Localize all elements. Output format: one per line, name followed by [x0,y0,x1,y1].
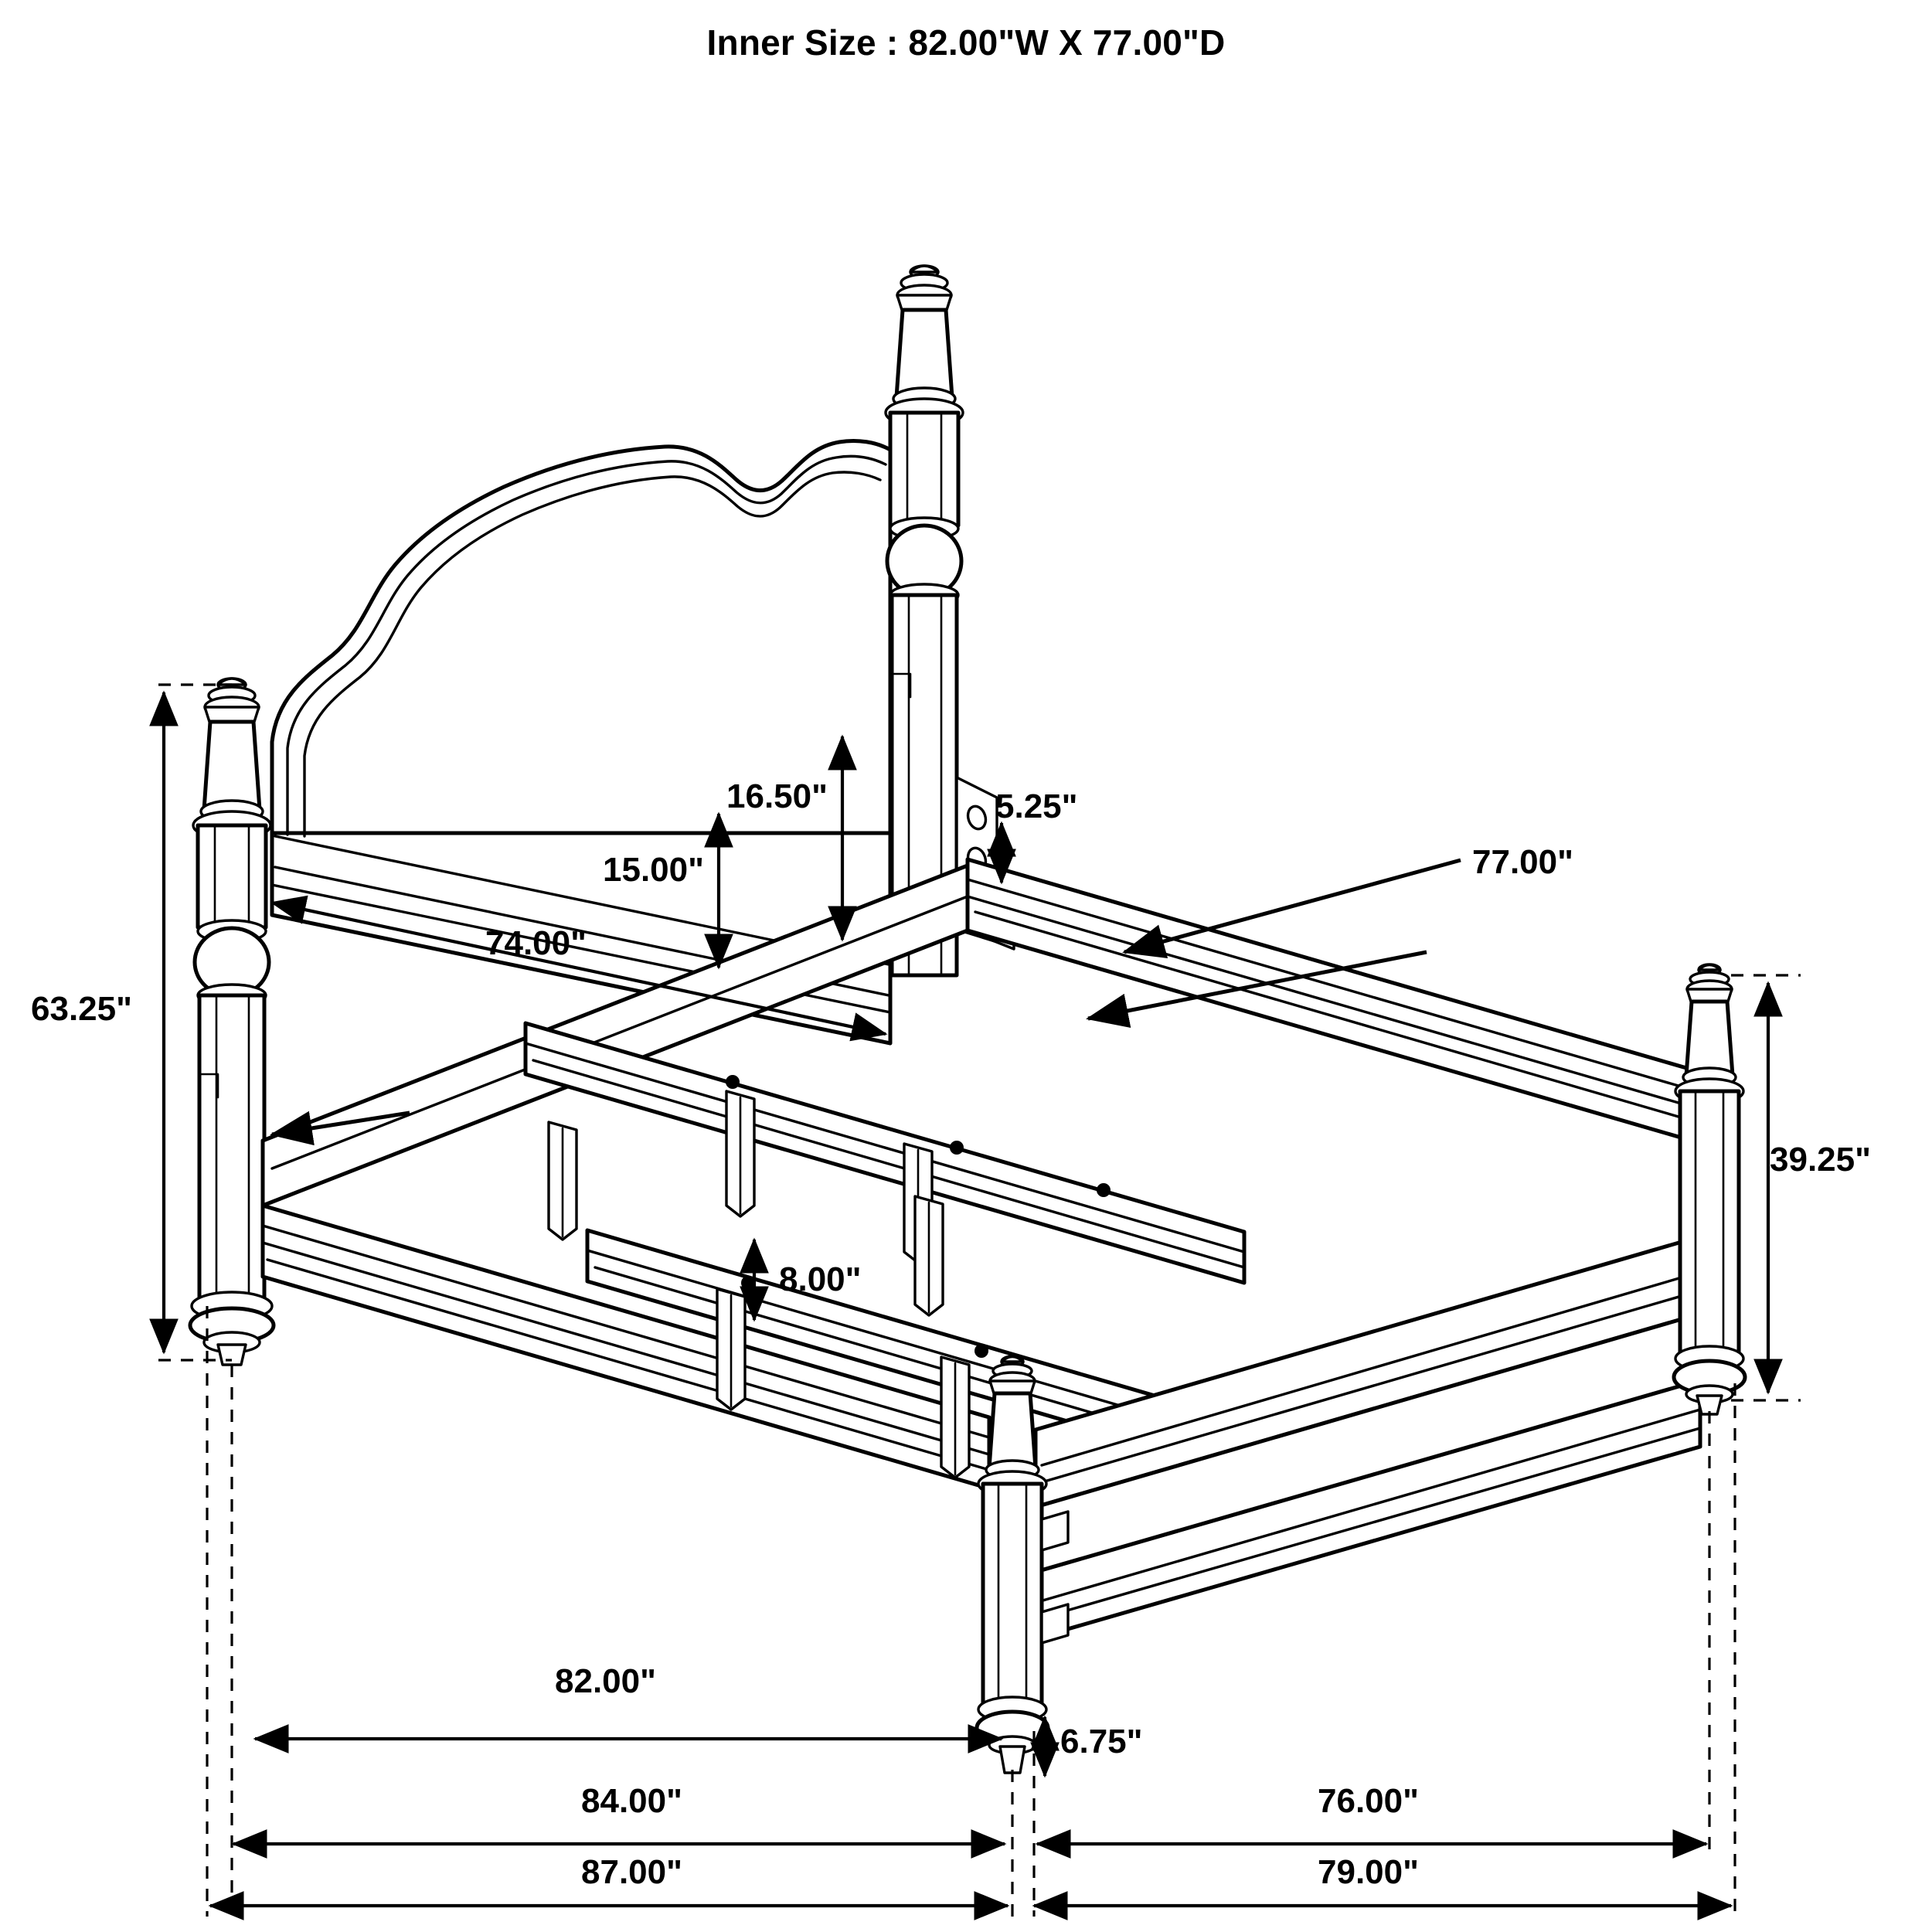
dim-63 [149,683,232,1362]
dim-label-76: 76.00" [1318,1782,1419,1820]
metal-rail-bracket-foot [1040,1510,1070,1645]
dim-label-675: 6.75" [1060,1723,1143,1760]
dim-label-16: 16.50" [726,777,828,815]
dim-label-74: 74.00" [485,924,587,962]
headboard-left-post [188,677,276,1366]
dim-label-84: 84.00" [581,1782,682,1820]
dim-74 [270,895,888,1042]
dim-label-63: 63.25" [31,990,132,1028]
dim-3925 [1731,974,1801,1402]
dim-label-15: 15.00" [603,851,704,889]
page-title: Inner Size : 82.00"W X 77.00"D [706,22,1226,63]
footboard-front-post [975,1355,1050,1774]
dim-label-525: 5.25" [995,787,1078,825]
center-support-rail [523,1021,1247,1285]
footboard-right-post [1672,963,1747,1416]
dimension-text-group: 63.25" 74.00" 15.00" 16.50" 5.25" 77.00"… [31,777,1871,1891]
dim-label-3925: 39.25" [1770,1141,1871,1179]
dim-label-87: 87.00" [581,1853,682,1891]
bed-isometric-view [188,264,1747,1774]
dim-label-77: 77.00" [1472,843,1573,881]
footboard-rails [1033,1234,1702,1641]
leader-arrows [270,950,1427,1146]
dim-label-8: 8.00" [779,1260,862,1298]
dim-77 [1122,858,1461,958]
side-rail-right [965,857,1699,1145]
dim-label-82: 82.00" [555,1662,656,1700]
dim-label-79: 79.00" [1318,1853,1419,1891]
headboard-right-post [884,264,964,978]
dimension-annotations [149,683,1801,1920]
